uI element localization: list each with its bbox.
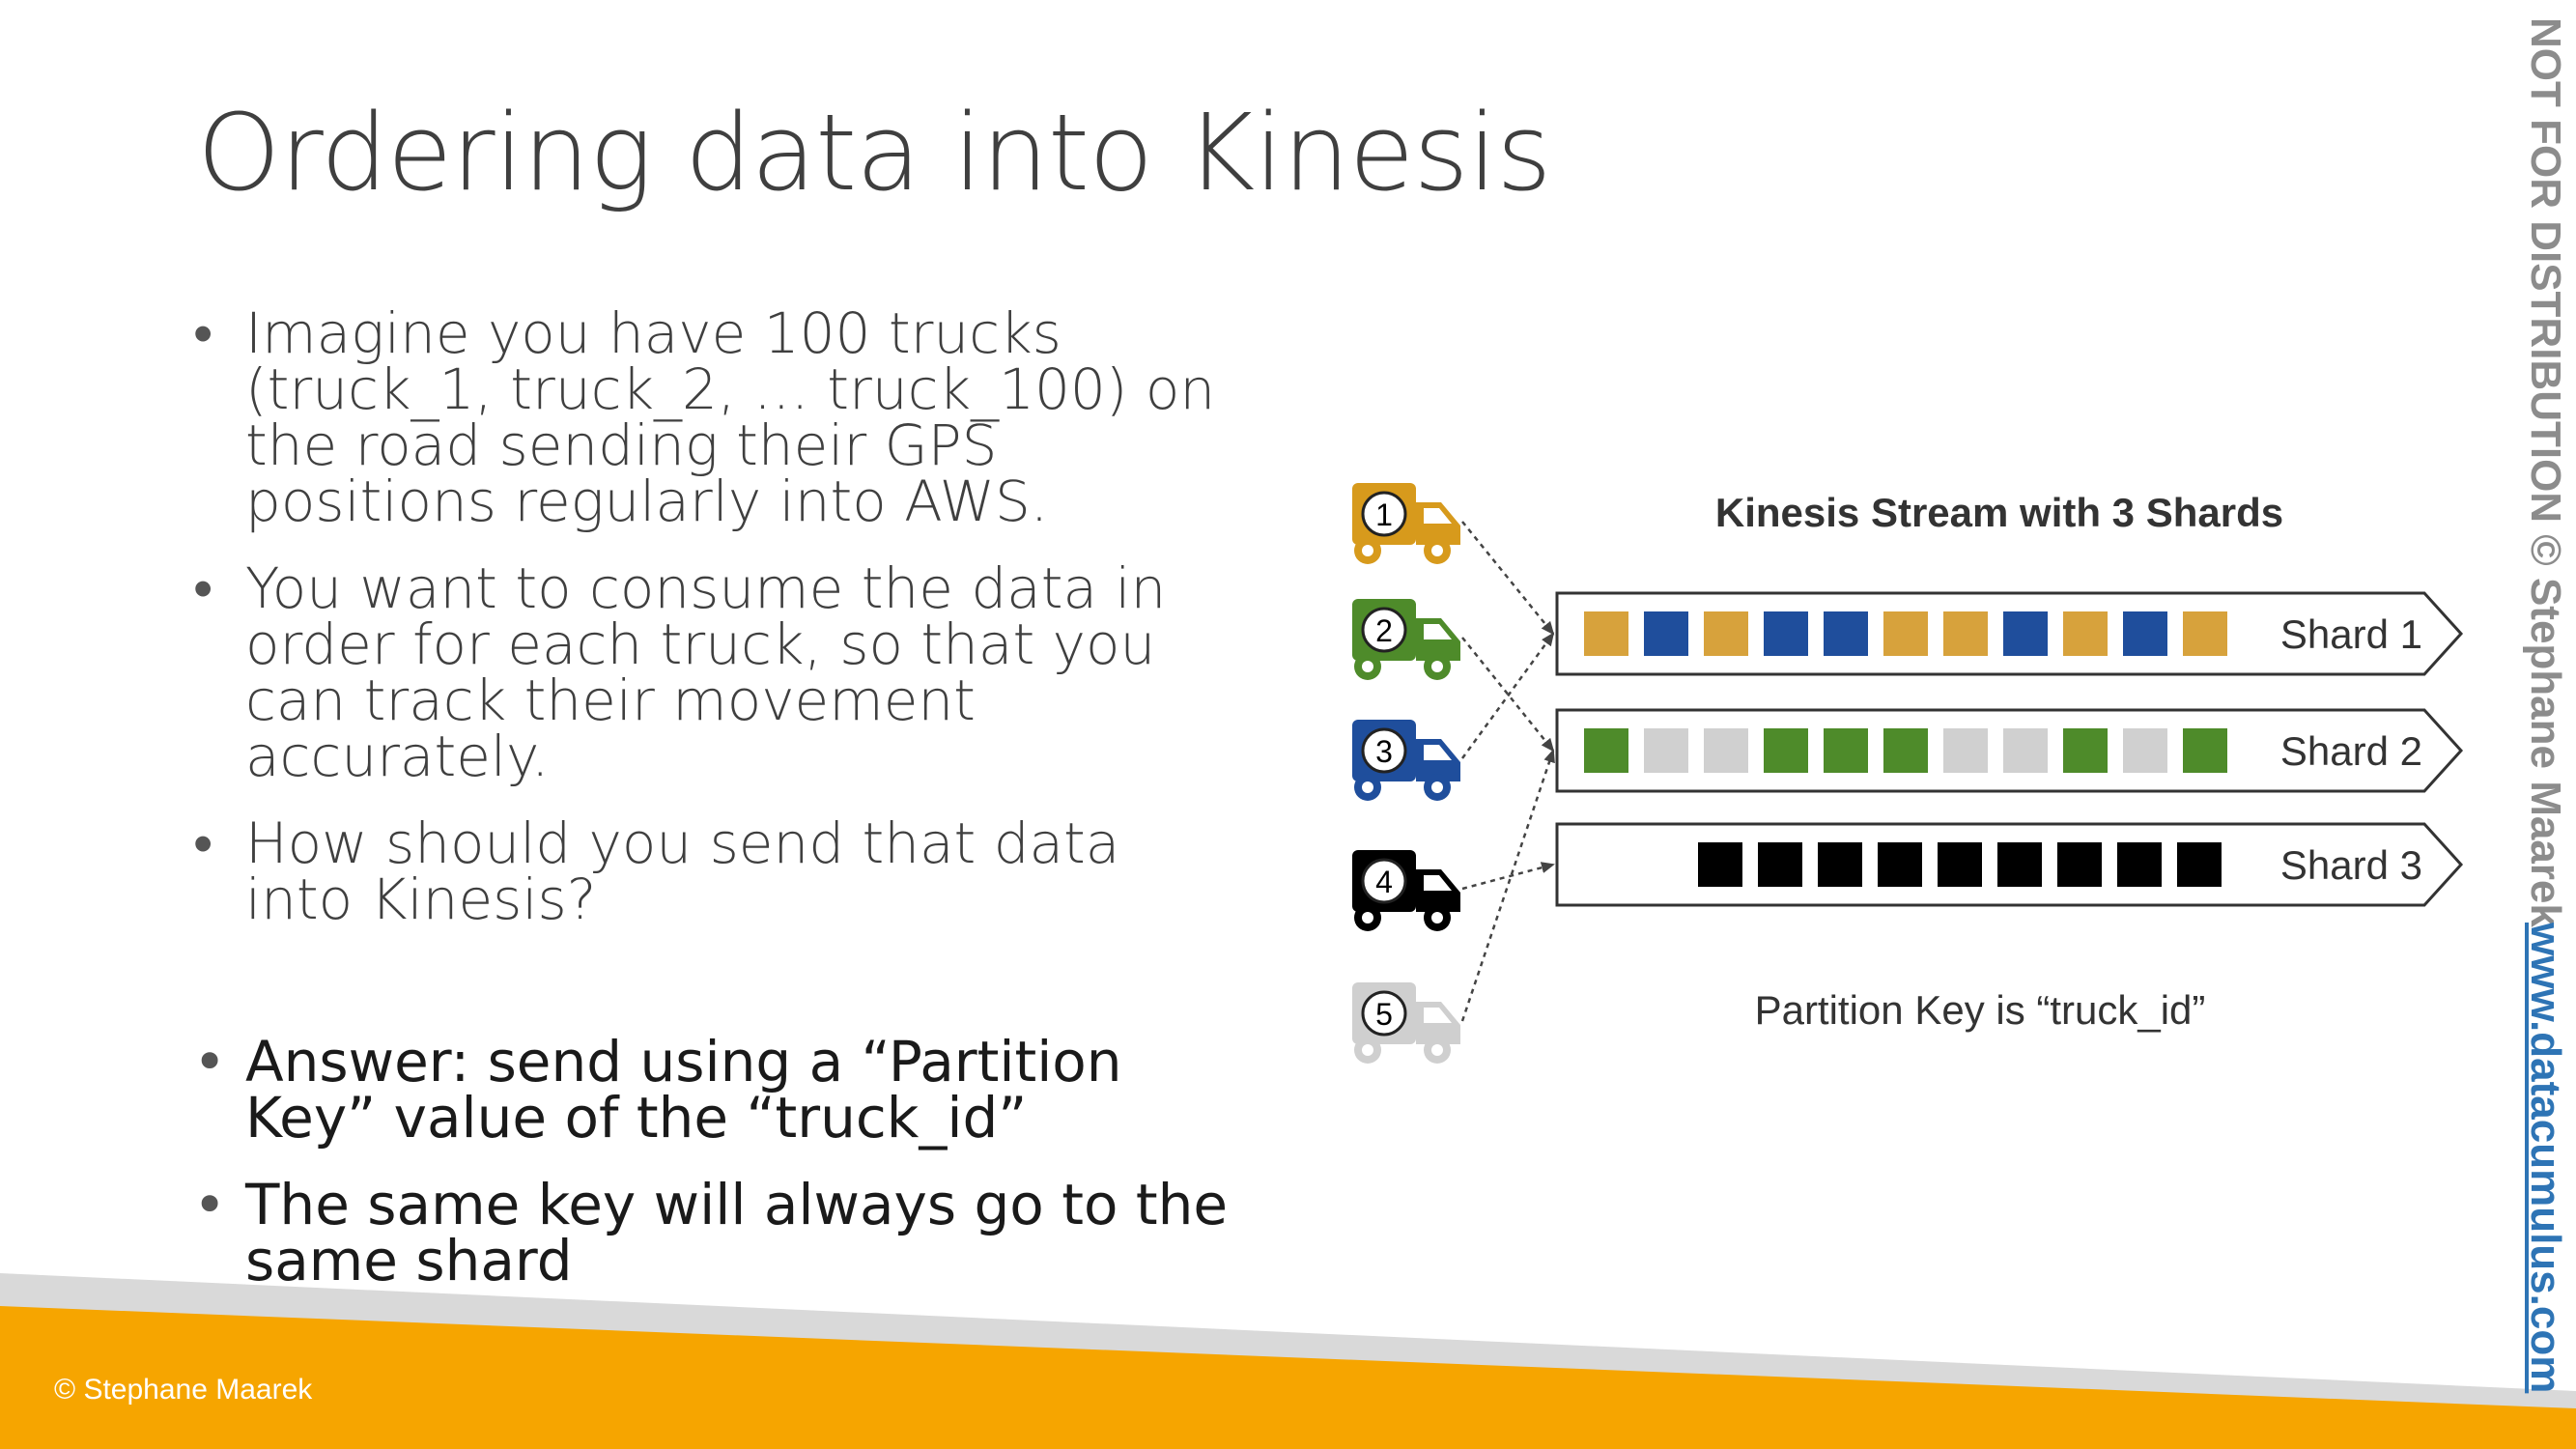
shard-record (1997, 842, 2042, 887)
truck-wheel-hub (1431, 545, 1443, 556)
truck-window (1424, 508, 1452, 524)
shard-record (2003, 611, 2048, 656)
shard-record (1698, 842, 1742, 887)
truck-group: 1 2 3 4 5 (1352, 483, 1460, 1064)
shard-record (1584, 611, 1628, 656)
shard-record (2123, 611, 2167, 656)
shard-record (1883, 611, 1928, 656)
watermark-link[interactable]: www.datacumulus.com (2522, 923, 2569, 1394)
truck-number: 2 (1375, 613, 1393, 648)
shard-record (2123, 728, 2167, 773)
shard-record (1758, 842, 1802, 887)
truck-number-badge (1361, 990, 1407, 1037)
bullet-answer: Answer: send using a “Partition Key” val… (193, 1034, 1236, 1146)
truck-number: 3 (1375, 734, 1393, 769)
shard-record (2183, 728, 2227, 773)
bullet-list: Imagine you have 100 trucks (truck_1, tr… (193, 305, 1236, 1320)
shard-record (1883, 728, 1928, 773)
truck-number: 5 (1375, 997, 1393, 1032)
route-arrow (1461, 862, 1555, 891)
bullet-same-key: The same key will always go to the same … (193, 1177, 1236, 1289)
footer-orange-stripe (0, 1306, 2576, 1449)
shard-label: Shard 1 (2280, 611, 2422, 657)
shard-record (2057, 842, 2102, 887)
truck-window (1424, 1008, 1452, 1023)
truck-wheel-hub (1431, 661, 1443, 672)
shard-record (1704, 728, 1748, 773)
truck-number-badge (1361, 491, 1407, 537)
stream-title: Kinesis Stream with 3 Shards (1715, 490, 2283, 535)
shard-3: Shard 3 (1555, 822, 2464, 907)
truck-wheel-hub (1362, 661, 1373, 672)
truck-5: 5 (1352, 982, 1460, 1064)
route-arrow (1460, 632, 1555, 759)
truck-wheel-hub (1362, 545, 1373, 556)
shard-record (1818, 842, 1862, 887)
shard-2: Shard 2 (1555, 708, 2464, 793)
truck-3: 3 (1352, 720, 1460, 801)
bullet-2: You want to consume the data in order fo… (193, 560, 1236, 784)
truck-number-badge (1361, 858, 1407, 904)
slide-title: Ordering data into Kinesis (197, 91, 1552, 214)
copyright-text: © Stephane Maarek (54, 1374, 313, 1406)
truck-wheel-hub (1362, 912, 1373, 923)
truck-wheel-hub (1431, 912, 1443, 923)
truck-window (1424, 745, 1452, 760)
shard-record (2003, 728, 2048, 773)
partition-key-note: Partition Key is “truck_id” (1755, 987, 2206, 1033)
truck-window (1424, 875, 1452, 891)
shard-record (1764, 728, 1808, 773)
truck-wheel-hub (1362, 1044, 1373, 1056)
shard-record (1824, 728, 1868, 773)
shard-1: Shard 1 (1555, 591, 2464, 676)
shard-record (2177, 842, 2222, 887)
shard-record (1644, 728, 1688, 773)
shard-record (1938, 842, 1982, 887)
shard-record (1584, 728, 1628, 773)
shard-record (1644, 611, 1688, 656)
route-arrows (1460, 521, 1555, 1022)
bullet-1: Imagine you have 100 trucks (truck_1, tr… (193, 305, 1236, 529)
truck-wheel-hub (1431, 1044, 1443, 1056)
truck-number-badge (1361, 607, 1407, 653)
shard-record (1943, 728, 1988, 773)
truck-number-badge (1361, 727, 1407, 774)
shard-label: Shard 3 (2280, 842, 2422, 888)
truck-4: 4 (1352, 850, 1460, 931)
shard-label: Shard 2 (2280, 728, 2422, 774)
shard-record (2063, 728, 2108, 773)
truck-1: 1 (1352, 483, 1460, 564)
watermark-text: NOT FOR DISTRIBUTION © Stephane Maarek (2522, 17, 2569, 927)
bullet-3: How should you send that data into Kines… (193, 815, 1236, 927)
truck-window (1424, 624, 1452, 639)
truck-wheel-hub (1362, 781, 1373, 793)
shard-record (1878, 842, 1922, 887)
shard-record (2063, 611, 2108, 656)
shard-record (1764, 611, 1808, 656)
shard-record (2183, 611, 2227, 656)
shard-record (2117, 842, 2162, 887)
route-arrow (1461, 521, 1555, 636)
shard-record (1824, 611, 1868, 656)
truck-wheel-hub (1431, 781, 1443, 793)
truck-number: 1 (1375, 497, 1393, 532)
shard-group: Shard 1 Shard 2 Shard 3 (1555, 591, 2464, 907)
truck-2: 2 (1352, 599, 1460, 680)
shard-record (1943, 611, 1988, 656)
truck-number: 4 (1375, 865, 1393, 899)
shard-record (1704, 611, 1748, 656)
